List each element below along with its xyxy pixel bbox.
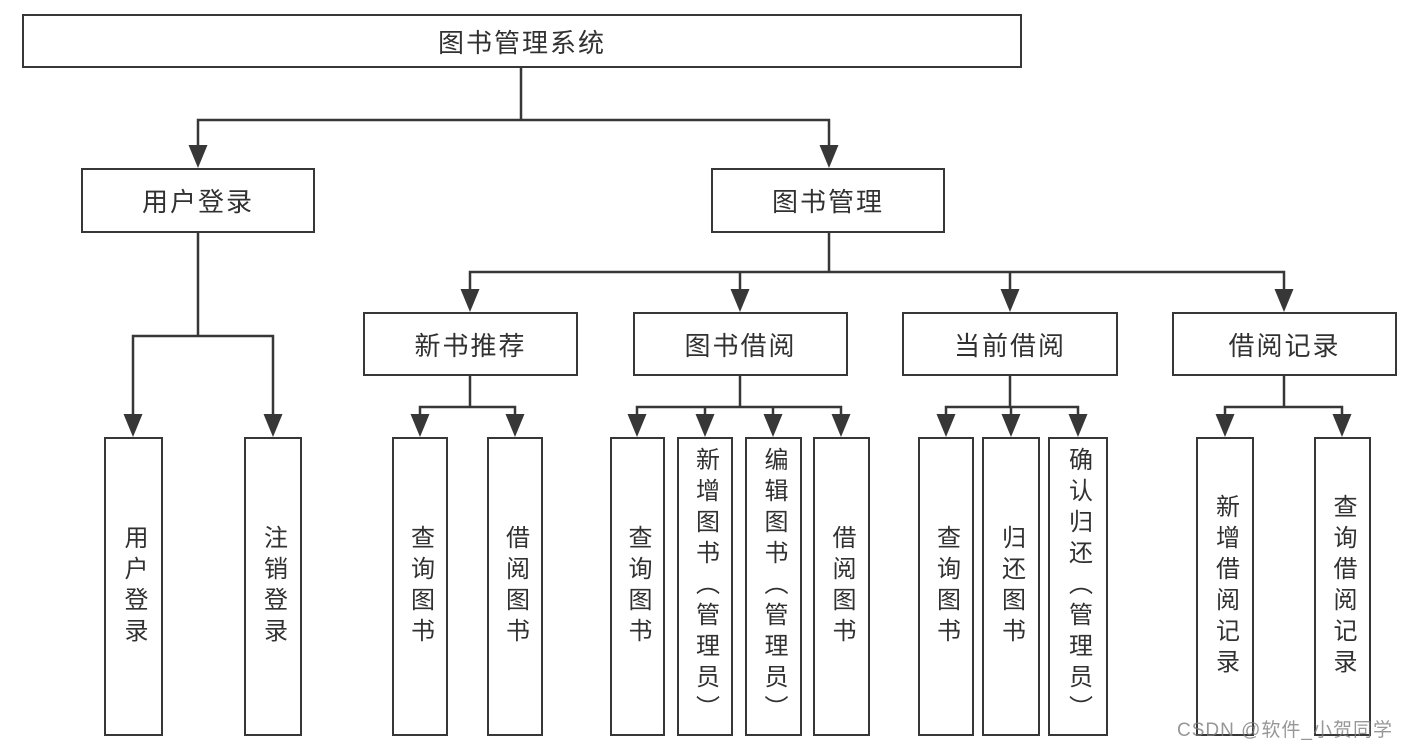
leaf-query-books-current: 查询图书 [918, 437, 974, 736]
leaf-add-borrow-record: 新增借阅记录 [1196, 437, 1254, 736]
arrowhead-down-icon [410, 414, 430, 437]
node-borrow-records: 借阅记录 [1172, 312, 1397, 376]
leaf-query-borrow-record: 查询借阅记录 [1314, 437, 1371, 736]
leaf-confirm-return-admin: 确认归还（管理员） [1048, 437, 1108, 736]
node-library-management-system: 图书管理系统 [22, 14, 1022, 68]
node-book-management: 图书管理 [711, 168, 945, 233]
arrowhead-down-icon [505, 414, 525, 437]
arrowhead-down-icon [730, 289, 750, 312]
arrowhead-down-icon [1332, 414, 1352, 437]
leaf-user-login: 用户登录 [104, 437, 163, 736]
arrowhead-down-icon [1274, 289, 1294, 312]
leaf-borrow-books-borrow: 借阅图书 [813, 437, 870, 736]
node-current-borrow: 当前借阅 [902, 312, 1118, 376]
arrowhead-down-icon [936, 414, 956, 437]
leaf-borrow-books-recommend: 借阅图书 [487, 437, 543, 736]
node-book-borrow: 图书借阅 [633, 312, 848, 376]
watermark: CSDN @软件_小贺同学 [1177, 720, 1393, 741]
tree-connector-path [131, 66, 1344, 418]
arrowhead-down-icon [460, 289, 480, 312]
leaf-logout: 注销登录 [244, 437, 302, 736]
arrowhead-down-icon [1215, 414, 1235, 437]
leaf-query-books-borrow: 查询图书 [610, 437, 665, 736]
arrowhead-down-icon [1068, 414, 1088, 437]
node-user-login: 用户登录 [81, 168, 315, 233]
leaf-add-books-admin: 新增图书（管理员） [677, 437, 733, 736]
arrowhead-down-icon [695, 414, 715, 437]
leaf-return-books: 归还图书 [982, 437, 1040, 736]
node-new-book-recommend: 新书推荐 [363, 312, 578, 376]
arrowhead-down-icon [627, 414, 647, 437]
arrowhead-down-icon [819, 145, 839, 168]
arrowhead-down-icon [123, 414, 143, 437]
arrowhead-down-icon [1001, 414, 1021, 437]
arrowhead-down-icon [263, 414, 283, 437]
arrowhead-down-icon [1000, 289, 1020, 312]
arrowhead-down-icon [831, 414, 851, 437]
arrowhead-down-icon [188, 145, 208, 168]
arrowhead-down-icon [763, 414, 783, 437]
leaf-query-books-recommend: 查询图书 [392, 437, 448, 736]
leaf-edit-books-admin: 编辑图书（管理员） [745, 437, 802, 736]
